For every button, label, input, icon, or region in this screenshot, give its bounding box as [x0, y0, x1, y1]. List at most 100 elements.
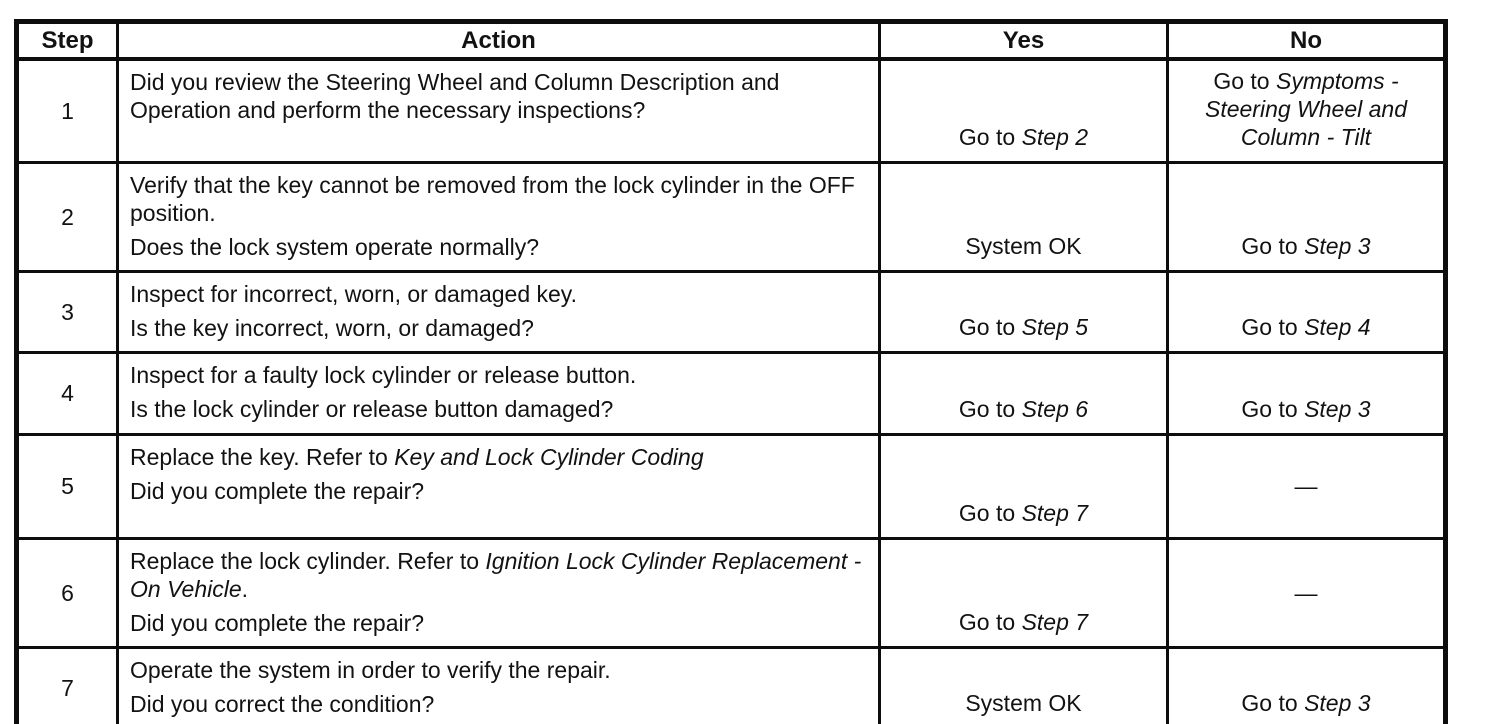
- text-run: Step 4: [1304, 313, 1371, 340]
- text-run: Go to: [958, 313, 1022, 340]
- text-run: Step 7: [1021, 609, 1089, 636]
- text-run: Go to: [1241, 232, 1305, 259]
- no-cell: Go to Step 3: [1166, 646, 1447, 724]
- text-run: Step 3: [1304, 690, 1371, 717]
- action-cell-inner: Operate the system in order to verify th…: [121, 651, 877, 724]
- action-cell-inner: Replace the lock cylinder. Refer to Igni…: [121, 542, 877, 645]
- no-cell: Go to Step 3: [1166, 160, 1447, 273]
- action-cell-inner: Inspect for incorrect, worn, or damaged …: [121, 274, 877, 349]
- yes-cell: Go to Step 7: [878, 433, 1169, 540]
- yes-text: Go to Step 5: [959, 314, 1088, 340]
- step-cell: 4: [15, 351, 119, 436]
- action-question: Did you complete the repair?: [130, 603, 864, 637]
- step-cell: 3: [15, 269, 119, 355]
- action-cell: Inspect for incorrect, worn, or damaged …: [116, 269, 881, 355]
- yes-cell: System OK: [878, 160, 1169, 273]
- no-text: —: [1295, 473, 1318, 499]
- action-question: Did you correct the condition?: [130, 684, 864, 718]
- no-cell: Go to Step 4: [1166, 269, 1447, 355]
- action-cell: Verify that the key cannot be removed fr…: [116, 160, 881, 273]
- action-text: Replace the key. Refer to Key and Lock C…: [130, 443, 864, 471]
- text-run: Step 6: [1021, 395, 1089, 422]
- text-run: Ignition Lock Cylinder Replacement - On …: [130, 548, 862, 603]
- action-question: Is the lock cylinder or release button d…: [130, 389, 864, 423]
- text-run: Step 3: [1304, 232, 1371, 259]
- yes-text: System OK: [965, 233, 1081, 259]
- text-run: Go to: [1241, 395, 1305, 422]
- no-text: Go to Step 3: [1241, 233, 1370, 259]
- action-cell-inner: Verify that the key cannot be removed fr…: [121, 165, 877, 268]
- text-run: Go to: [1241, 313, 1305, 340]
- action-text: Inspect for incorrect, worn, or damaged …: [130, 280, 864, 308]
- table-header: Step Action Yes No: [15, 20, 1447, 62]
- text-run: Go to: [1241, 690, 1305, 717]
- action-cell-inner: Did you review the Steering Wheel and Co…: [121, 62, 877, 133]
- text-run: System OK: [965, 690, 1082, 717]
- text-run: Replace the lock cylinder. Refer to: [130, 548, 486, 574]
- step-cell: 1: [15, 57, 119, 164]
- no-text: —: [1295, 580, 1318, 606]
- text-run: Step 7: [1021, 499, 1089, 526]
- no-text: Go to Step 3: [1241, 396, 1370, 422]
- text-run: Did you review the Steering Wheel and Co…: [130, 69, 780, 124]
- action-question: Did you complete the repair?: [130, 471, 864, 505]
- action-cell: Operate the system in order to verify th…: [116, 646, 881, 724]
- text-run: Go to: [958, 123, 1022, 150]
- table-row: 3 Inspect for incorrect, worn, or damaged…: [15, 269, 1447, 355]
- action-text: Verify that the key cannot be removed fr…: [130, 171, 864, 227]
- column-header-no: No: [1166, 20, 1447, 62]
- no-cell: Go to Symptoms - Steering Wheel and Colu…: [1166, 57, 1447, 164]
- no-cell: —: [1166, 433, 1447, 540]
- action-text: Did you review the Steering Wheel and Co…: [130, 68, 864, 124]
- no-text: Go to Symptoms - Steering Wheel and Colu…: [1205, 68, 1407, 150]
- yes-cell: Go to Step 2: [878, 57, 1169, 164]
- yes-text: Go to Step 6: [959, 396, 1088, 422]
- text-run: Is the key incorrect, worn, or damaged?: [130, 314, 534, 341]
- yes-text: Go to Step 7: [959, 609, 1088, 635]
- table-row: 4 Inspect for a faulty lock cylinder or r…: [15, 351, 1447, 436]
- yes-cell: Go to Step 7: [878, 536, 1169, 650]
- action-cell: Replace the lock cylinder. Refer to Igni…: [116, 536, 881, 650]
- column-header-yes: Yes: [878, 20, 1169, 62]
- action-cell: Inspect for a faulty lock cylinder or re…: [116, 351, 881, 436]
- text-run: Step 2: [1021, 123, 1089, 150]
- step-cell: 6: [15, 536, 119, 650]
- action-text: Operate the system in order to verify th…: [130, 656, 864, 684]
- text-run: Go to: [958, 395, 1022, 422]
- text-run: Did you correct the condition?: [130, 691, 435, 718]
- text-run: Replace the key. Refer to: [130, 444, 395, 470]
- text-run: —: [1294, 580, 1318, 607]
- text-run: Go to: [958, 609, 1022, 636]
- action-cell-inner: Inspect for a faulty lock cylinder or re…: [121, 356, 877, 432]
- column-header-step: Step: [15, 20, 119, 62]
- column-header-action: Action: [116, 20, 881, 62]
- action-cell: Replace the key. Refer to Key and Lock C…: [116, 433, 881, 540]
- text-run: Symptoms - Steering Wheel and Column - T…: [1204, 67, 1407, 150]
- yes-text: Go to Step 2: [959, 124, 1088, 150]
- text-run: System OK: [965, 232, 1082, 259]
- no-cell: Go to Step 3: [1166, 351, 1447, 436]
- no-text: Go to Step 3: [1241, 690, 1370, 716]
- step-cell: 7: [15, 646, 119, 724]
- text-run: .: [241, 576, 249, 603]
- text-run: Verify that the key cannot be removed fr…: [130, 171, 855, 226]
- text-run: Did you complete the repair?: [130, 610, 425, 637]
- yes-cell: System OK: [878, 646, 1169, 724]
- yes-text: System OK: [965, 690, 1081, 716]
- no-text: Go to Step 4: [1241, 314, 1370, 340]
- text-run: Key and Lock Cylinder Coding: [394, 444, 704, 470]
- action-cell: Did you review the Steering Wheel and Co…: [116, 57, 881, 164]
- table-header-row: Step Action Yes No: [15, 20, 1447, 62]
- text-run: Did you complete the repair?: [130, 478, 425, 505]
- text-run: Inspect for incorrect, worn, or damaged …: [130, 280, 577, 307]
- yes-cell: Go to Step 5: [878, 269, 1169, 355]
- text-run: Step 3: [1304, 395, 1371, 422]
- text-run: Inspect for a faulty lock cylinder or re…: [130, 362, 637, 388]
